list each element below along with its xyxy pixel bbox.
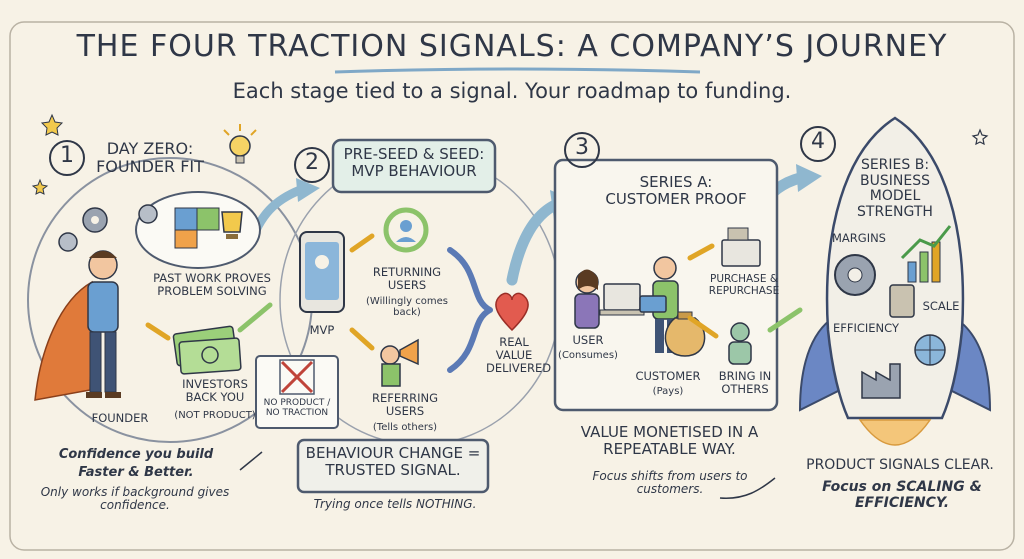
rocket-flame — [858, 419, 932, 446]
stage1-founder-label: FOUNDER — [91, 411, 149, 425]
stage4-efficiency: EFFICIENCY — [832, 321, 900, 335]
stage2-number: 2 — [305, 150, 319, 175]
stage2-returning-note: (Willingly comes back) — [366, 296, 448, 319]
stage1-investors-note: (NOT PRODUCT) — [174, 410, 256, 421]
stage2-number-circle — [294, 147, 330, 183]
arrow-customer-to-purchase — [687, 243, 715, 261]
stage2-returning: RETURNING USERS — [372, 265, 442, 292]
arrow-customer-to-bring — [687, 315, 719, 339]
credit-card-icon — [639, 295, 667, 313]
stage3-user-note: (Consumes) — [558, 350, 618, 361]
stage4-focus: Focus on SCALING & EFFICIENCY. — [822, 479, 982, 511]
stage1-note-line1: Confidence you build — [58, 447, 214, 462]
stage3-title: SERIES A: CUSTOMER PROOF — [605, 173, 747, 208]
arrow-3-to-4-head — [796, 164, 822, 192]
stage1-title: DAY ZERO: FOUNDER FIT — [96, 139, 204, 176]
arrow-founder-to-money — [145, 322, 171, 341]
stage3-note: Focus shifts from users to customers. — [592, 469, 748, 497]
gear-icon — [834, 254, 876, 296]
arrow-mvp-to-returning — [349, 233, 375, 253]
no-product-cross-frame — [279, 359, 315, 395]
stage1-number-circle — [49, 140, 85, 176]
stage2-note: Trying once tells NOTHING. — [313, 497, 477, 511]
stage2-referring-note: (Tells others) — [372, 422, 438, 433]
arrow-1-to-2-head — [296, 178, 320, 202]
stage2-signal: BEHAVIOUR CHANGE = TRUSTED SIGNAL. — [305, 444, 481, 479]
money-icon — [172, 325, 242, 375]
star-icon — [40, 113, 64, 136]
arrow-2-to-3 — [506, 199, 561, 286]
user-figure — [574, 269, 600, 329]
outer-frame — [9, 21, 1015, 551]
stage2-value: REAL VALUE DELIVERED — [486, 335, 552, 375]
stage3-number-circle — [564, 132, 600, 168]
globe-icon — [914, 334, 946, 366]
stage3-value-line: VALUE MONETISED IN A REPEATABLE WAY. — [580, 423, 759, 458]
stage2-title: PRE-SEED & SEED: MVP BEHAVIOUR — [343, 145, 485, 180]
stage3-bring: BRING IN OTHERS — [718, 369, 772, 396]
star-icon — [31, 178, 49, 195]
gear-icon — [58, 204, 158, 252]
stage3-customer: CUSTOMER — [635, 369, 701, 383]
title-underline — [334, 67, 701, 74]
founder-figure — [34, 250, 121, 401]
chart-icon — [900, 225, 952, 283]
arrow-to-value — [447, 247, 493, 373]
stage2-title-box — [331, 138, 497, 194]
stage4-number-circle — [800, 126, 836, 162]
stage4-signals: PRODUCT SIGNALS CLEAR. — [806, 457, 994, 473]
calculator-icon — [889, 284, 915, 318]
stage1-investors: INVESTORS BACK YOU — [182, 377, 248, 404]
trophy-icon — [221, 211, 243, 239]
returning-user-icon — [383, 207, 429, 253]
register-icon — [721, 227, 761, 267]
stage1-past-work: PAST WORK PROVES PROBLEM SOLVING — [153, 271, 271, 298]
page-title: THE FOUR TRACTION SIGNALS: A COMPANY’S J… — [76, 29, 948, 64]
stage3-purchase: PURCHASE & REPURCHASE — [708, 273, 780, 297]
stage4-number: 4 — [811, 129, 825, 154]
laptop-icon — [599, 283, 645, 316]
stage1-note-line3: Only works if background gives confidenc… — [40, 485, 230, 513]
arrow-money-to-stage2 — [237, 302, 273, 333]
speaker-icon — [380, 338, 419, 387]
stage1-no-product: NO PRODUCT / NO TRACTION — [263, 398, 331, 419]
page-subtitle: Each stage tied to a signal. Your roadma… — [232, 79, 792, 103]
arrow-to-rocket — [767, 307, 803, 333]
stage4-scale: SCALE — [922, 299, 960, 313]
signal-box — [296, 438, 490, 494]
lightbulb-icon — [223, 124, 257, 164]
stage4-title: SERIES B: BUSINESS MODEL STRENGTH — [857, 157, 933, 221]
stage1-note-line2: Faster & Better. — [78, 465, 194, 480]
phone-icon — [299, 231, 345, 313]
no-product-box — [255, 355, 339, 429]
factory-icon — [861, 363, 901, 399]
stage1-number: 1 — [60, 143, 74, 168]
stage4-margins: MARGINS — [832, 231, 886, 245]
stage3-customer-note: (Pays) — [652, 386, 684, 397]
stage3-user: USER — [572, 333, 604, 347]
stage2-referring: REFERRING USERS — [371, 391, 439, 418]
note-arrow-stage1 — [239, 451, 263, 471]
stage3-number: 3 — [575, 135, 589, 160]
arrow-mvp-to-referring — [349, 327, 375, 351]
heart-icon — [495, 292, 529, 332]
puzzle-icon — [174, 207, 220, 249]
bring-others-icon — [728, 322, 752, 365]
note-arrow-stage3 — [719, 477, 776, 499]
no-product-cross-icon — [280, 360, 314, 394]
stage2-mvp-label: MVP — [309, 323, 335, 337]
star-icon — [971, 128, 989, 146]
